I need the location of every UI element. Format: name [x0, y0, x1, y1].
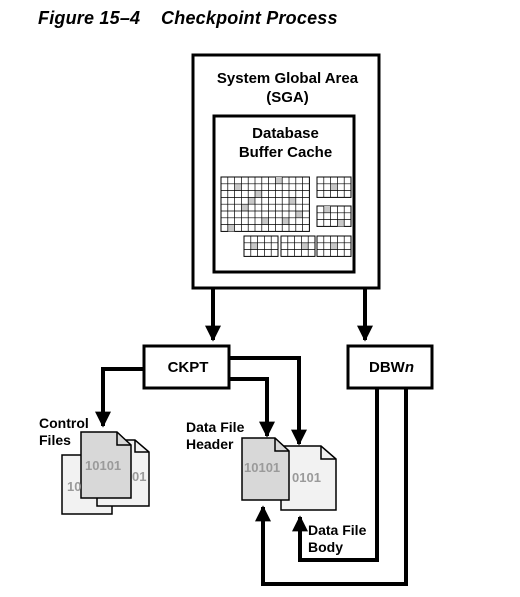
ckpt-to-header-back-arrow [229, 356, 307, 446]
buffer-cache-line1: Database [252, 125, 319, 142]
body-back-text: 0101 [292, 470, 321, 485]
control-files-label: Control Files [39, 415, 89, 449]
sga-title-line2: (SGA) [266, 89, 309, 106]
control-front-text: 10101 [85, 458, 121, 473]
ckpt-to-control-files-arrow [95, 367, 144, 428]
header-front-text: 10101 [244, 460, 280, 475]
buffer-grid-bottom-2 [280, 235, 316, 257]
control-file-front-doc [80, 431, 132, 499]
buffer-grid-right-2 [316, 205, 352, 227]
data-file-body-line2: Body [308, 539, 343, 555]
buffer-cache-line2: Buffer Cache [238, 144, 333, 161]
data-file-body-line1: Data File [308, 522, 367, 538]
dbwn-prefix: DBW [369, 359, 405, 376]
data-file-header-doc [241, 437, 290, 501]
data-file-header-line1: Data File [186, 419, 245, 435]
dbwn-suffix: n [404, 359, 414, 376]
control-back-left-text: 10 [67, 479, 81, 494]
data-file-header-line2: Header [186, 436, 234, 452]
figure-title: Figure 15–4 Checkpoint Process [38, 8, 338, 28]
buffer-grid-main [220, 176, 310, 232]
buffer-cache-title: Database Buffer Cache [214, 124, 357, 162]
buffer-grid-right-1 [316, 176, 352, 198]
sga-title-line1: System Global Area [216, 70, 359, 87]
control-files-line2: Files [39, 432, 71, 448]
buffer-grid-bottom-3 [316, 235, 352, 257]
sga-title: System Global Area (SGA) [193, 69, 382, 107]
dbwn-label: DBWn [348, 358, 435, 377]
dbwn-box [346, 344, 434, 390]
data-file-header-label: Data File Header [186, 419, 244, 453]
data-file-body-label: Data File Body [308, 522, 366, 556]
buffer-grid-bottom-1 [243, 235, 279, 257]
dbwn-to-body-arrow [292, 388, 379, 562]
buffer-grids [220, 176, 352, 257]
ckpt-to-header-arrow [229, 377, 275, 438]
ckpt-label: CKPT [167, 359, 209, 376]
control-files-line1: Control [39, 415, 89, 431]
dbwn-to-header-arrow [255, 388, 408, 586]
control-back-right-text: 01 [132, 469, 146, 484]
